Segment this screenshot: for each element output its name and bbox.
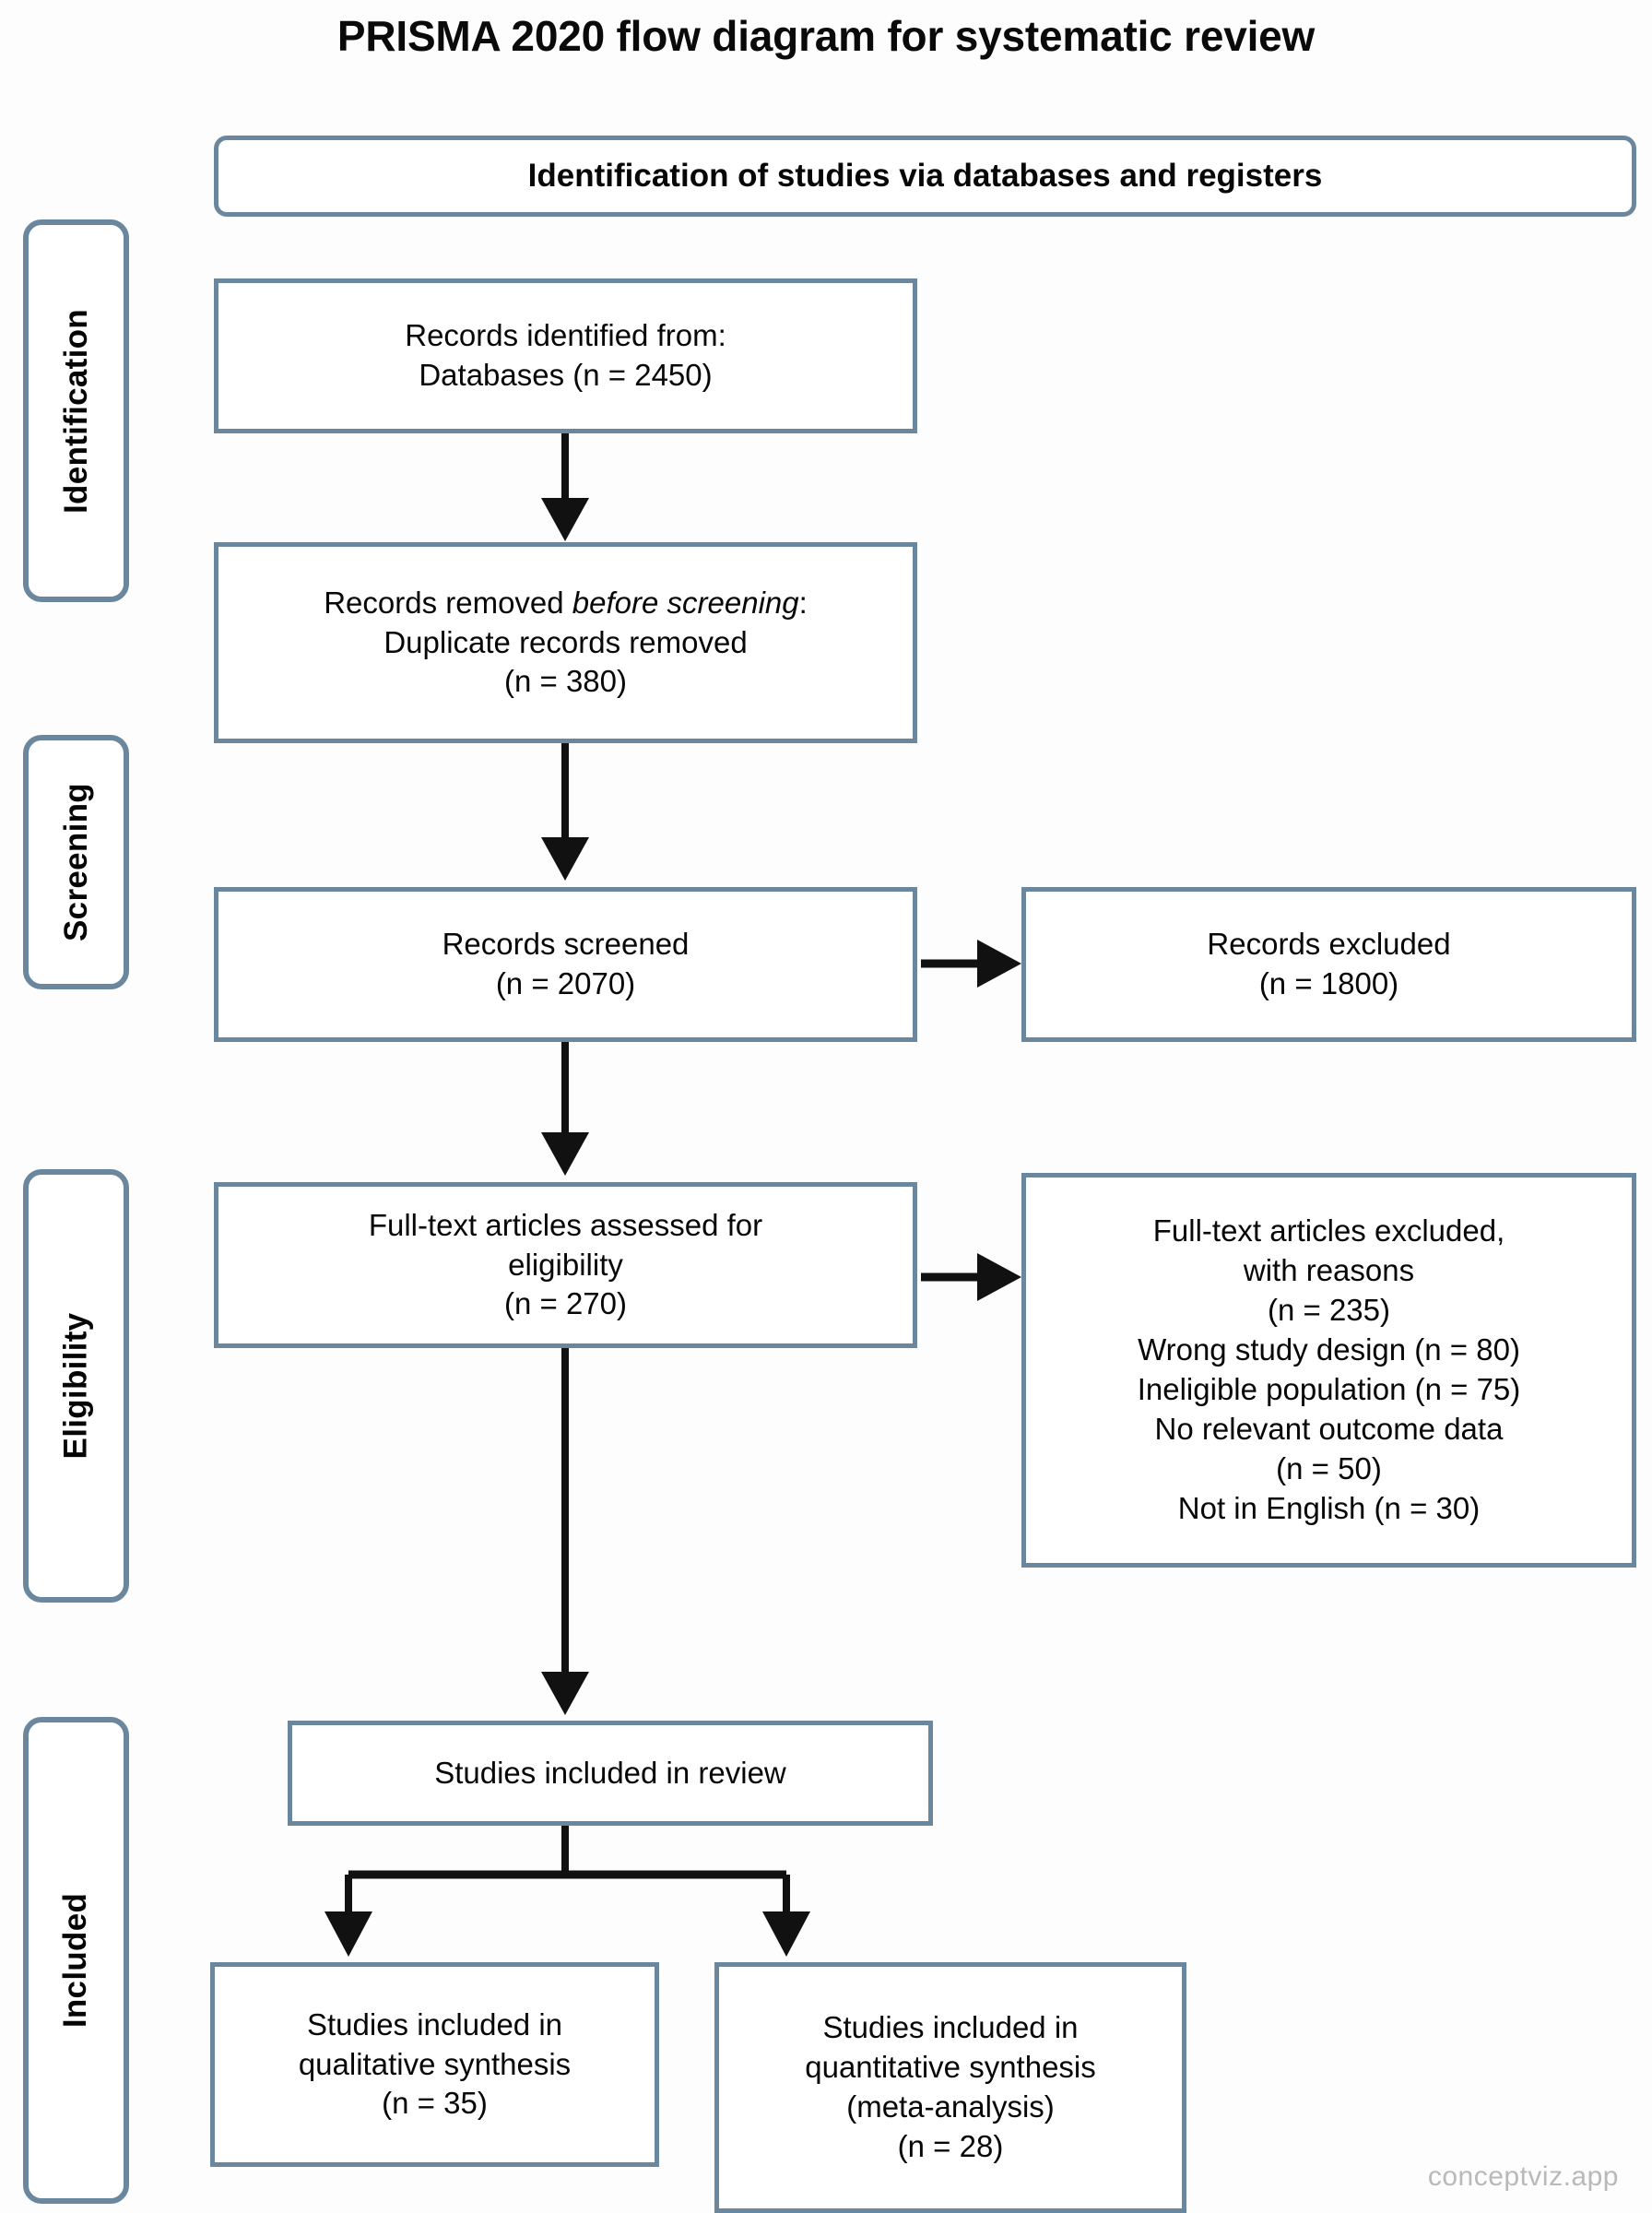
records-removed-line2: Duplicate records removed: [384, 624, 748, 659]
fulltext-excluded-line1: Full-text articles excluded,: [1152, 1213, 1505, 1249]
phase-label-screening-text: Screening: [57, 783, 94, 941]
connector-included-split: [324, 1826, 810, 1957]
quantitative-line1: Studies included in: [822, 2010, 1079, 2045]
fulltext-excluded-reason-2: Ineligible population (n = 75): [1137, 1372, 1521, 1406]
records-removed-line1-post: :: [798, 585, 808, 620]
box-records-removed: Records removed before screening: Duplic…: [214, 542, 917, 743]
records-screened-line2: (n = 2070): [495, 966, 636, 1000]
connector-screened-to-excluded: [921, 940, 1021, 988]
records-excluded-line2: (n = 1800): [1258, 966, 1399, 1000]
connector-fulltext-to-included: [541, 1348, 589, 1715]
connector-fulltext-to-excluded: [921, 1253, 1021, 1301]
records-removed-line1-pre: Records removed: [324, 585, 572, 620]
qualitative-line3: (n = 35): [382, 2086, 488, 2121]
fulltext-excluded-reason-3: No relevant outcome data: [1154, 1411, 1504, 1446]
phase-label-eligibility-text: Eligibility: [57, 1312, 94, 1460]
fulltext-assessed-line1: Full-text articles assessed for: [368, 1207, 763, 1242]
records-removed-line3: (n = 380): [504, 664, 627, 699]
records-screened-line1: Records screened: [442, 927, 690, 962]
quantitative-line3: (meta-analysis): [846, 2089, 1055, 2124]
box-records-identified: Records identified from: Databases (n = …: [214, 278, 917, 433]
box-records-excluded: Records excluded (n = 1800): [1021, 887, 1636, 1042]
connector-removed-to-screened: [541, 743, 589, 881]
phase-label-included: Included: [23, 1717, 129, 2204]
box-studies-included-review: Studies included in review: [288, 1721, 933, 1826]
phase-label-eligibility: Eligibility: [23, 1169, 129, 1603]
quantitative-line4: (n = 28): [897, 2128, 1004, 2163]
fulltext-excluded-line2: with reasons: [1243, 1253, 1415, 1288]
fulltext-excluded-line3: (n = 235): [1268, 1293, 1390, 1328]
fulltext-assessed-line2: eligibility: [508, 1247, 623, 1282]
watermark: conceptviz.app: [1427, 2161, 1619, 2192]
phase-label-identification-text: Identification: [57, 308, 94, 514]
connector-screened-to-fulltext: [541, 1042, 589, 1176]
connector-identified-to-removed: [541, 433, 589, 541]
fulltext-assessed-line3: (n = 270): [504, 1286, 627, 1321]
box-fulltext-assessed: Full-text articles assessed for eligibil…: [214, 1182, 917, 1348]
identification-banner-label: Identification of studies via databases …: [527, 158, 1323, 195]
studies-included-review-line1: Studies included in review: [434, 1755, 786, 1790]
fulltext-excluded-reason-1: Wrong study design (n = 80): [1138, 1332, 1520, 1367]
records-identified-line1: Records identified from:: [405, 318, 726, 353]
records-removed-line1: Records removed before screening:: [231, 584, 900, 623]
quantitative-line2: quantitative synthesis: [805, 2050, 1096, 2085]
box-qualitative-synthesis: Studies included in qualitative synthesi…: [210, 1962, 659, 2167]
fulltext-excluded-reason-4: (n = 50): [1276, 1450, 1382, 1485]
qualitative-line2: qualitative synthesis: [298, 2046, 572, 2081]
phase-label-included-text: Included: [57, 1892, 94, 2029]
phase-label-identification: Identification: [23, 219, 129, 602]
records-removed-line1-italic: before screening: [572, 585, 799, 620]
records-excluded-line1: Records excluded: [1207, 927, 1451, 962]
phase-label-screening: Screening: [23, 735, 129, 989]
identification-banner: Identification of studies via databases …: [214, 136, 1636, 217]
box-fulltext-excluded: Full-text articles excluded, with reason…: [1021, 1173, 1636, 1568]
box-quantitative-synthesis: Studies included in quantitative synthes…: [714, 1962, 1186, 2213]
box-records-screened: Records screened (n = 2070): [214, 887, 917, 1042]
qualitative-line1: Studies included in: [306, 2006, 563, 2041]
page-title: PRISMA 2020 flow diagram for systematic …: [336, 12, 1316, 60]
fulltext-excluded-reason-5: Not in English (n = 30): [1177, 1490, 1481, 1525]
records-identified-line2: Databases (n = 2450): [419, 358, 713, 392]
